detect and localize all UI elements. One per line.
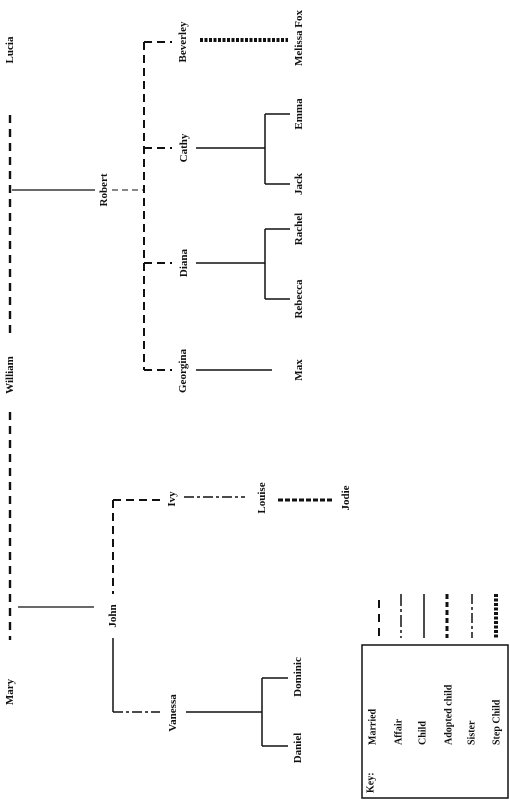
person-jodie: Jodie	[340, 485, 352, 510]
legend-title: Key:	[366, 772, 377, 793]
person-diana: Diana	[178, 248, 190, 277]
legend-label-married: Married	[368, 708, 379, 745]
legend-label-step-child: Step Child	[492, 699, 503, 745]
person-max: Max	[293, 359, 305, 381]
legend-label-adopted-child: Adopted child	[444, 684, 455, 745]
person-georgina: Georgina	[177, 349, 189, 393]
legend-label-sister: Sister	[467, 720, 478, 745]
person-beverley: Beverley	[177, 21, 189, 62]
person-john: John	[107, 604, 119, 627]
person-louise: Louise	[256, 482, 268, 513]
person-emma: Emma	[293, 98, 305, 130]
person-jack: Jack	[293, 172, 305, 195]
legend-label-child: Child	[418, 721, 429, 745]
person-lucia: Lucia	[4, 36, 16, 63]
person-daniel: Daniel	[292, 733, 304, 764]
legend-box	[361, 644, 509, 799]
person-dominic: Dominic	[292, 657, 304, 697]
person-cathy: Cathy	[178, 133, 190, 162]
person-ivy: Ivy	[166, 491, 178, 507]
legend-label-affair: Affair	[394, 718, 405, 745]
person-robert: Robert	[98, 173, 110, 206]
person-rachel: Rachel	[293, 213, 305, 245]
person-vanessa: Vanessa	[167, 694, 179, 732]
person-mary: Mary	[4, 678, 16, 705]
person-william: William	[4, 356, 16, 394]
legend: Key: Married Affair Child Adopted child …	[361, 594, 509, 799]
person-melissa-fox: Melissa Fox	[293, 10, 305, 66]
person-rebecca: Rebecca	[293, 279, 305, 319]
